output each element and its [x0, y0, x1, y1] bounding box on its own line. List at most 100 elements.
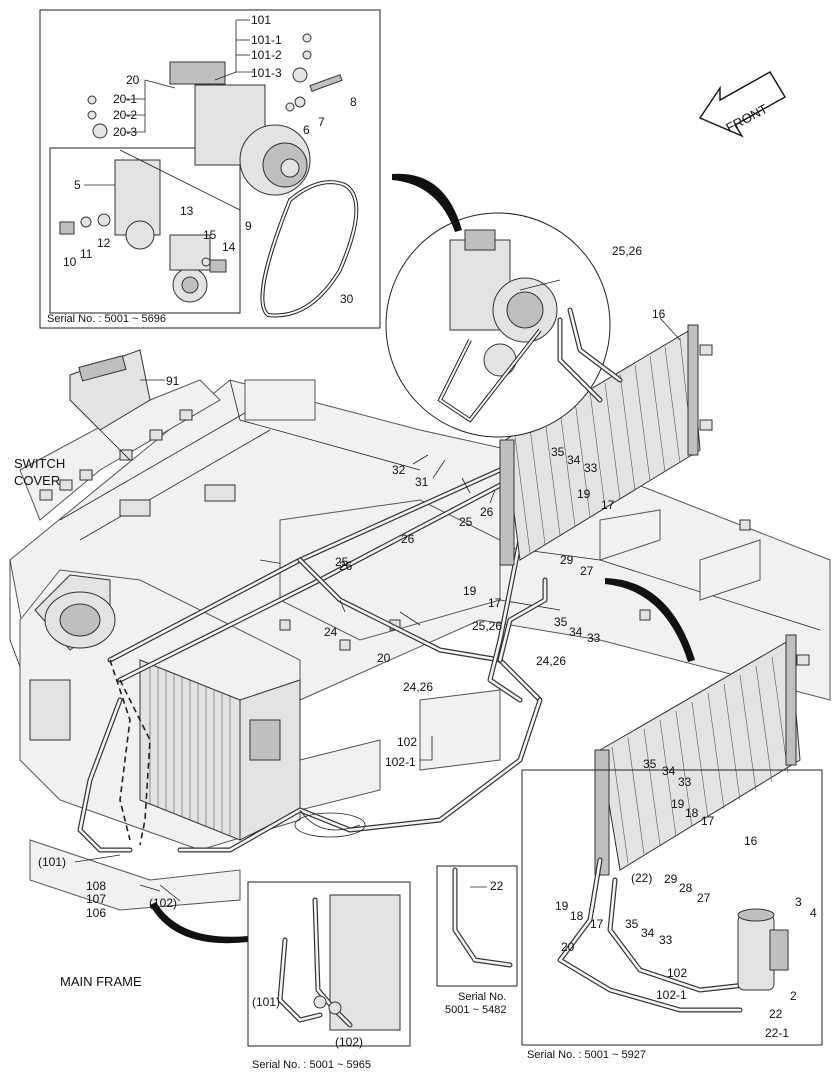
serial-bottom-mid: Serial No. : 5001 ~ 5965 [252, 1059, 371, 1071]
label-2: 2 [790, 989, 797, 1003]
label-35-b: 35 [554, 615, 568, 629]
label-33-b: 33 [587, 631, 601, 645]
label-91: 91 [166, 374, 180, 388]
label-19-d: 19 [555, 899, 569, 913]
label-101: 101 [251, 13, 271, 27]
switch-cover-caption-line2: COVER [14, 473, 60, 488]
condenser-main [499, 324, 713, 566]
label-20-r: 20 [561, 940, 575, 954]
label-17-c: 17 [701, 814, 715, 828]
label-20: 20 [126, 73, 140, 87]
label-102-r: 102 [667, 966, 687, 980]
label-108: 108 [86, 879, 106, 893]
label-16-c: 16 [744, 834, 758, 848]
label-7: 7 [318, 115, 325, 129]
switch-cover-caption-line1: SWITCH [14, 456, 65, 471]
serial-bottom-right: Serial No. : 5001 ~ 5927 [527, 1049, 646, 1061]
label-15: 15 [203, 228, 217, 242]
label-33-c: 33 [678, 775, 692, 789]
part-number-labels: 101 101-1 101-2 101-3 20 20-1 20-2 20-3 … [38, 13, 817, 1049]
label-33-d: 33 [659, 933, 673, 947]
label-10: 10 [63, 255, 77, 269]
label-32: 32 [392, 463, 406, 477]
label-101-3: 101-3 [251, 66, 282, 80]
label-26-a: 26 [480, 505, 494, 519]
label-101-paren: (101) [38, 855, 66, 869]
label-27-a: 27 [580, 564, 594, 578]
label-35-d: 35 [625, 917, 639, 931]
label-14: 14 [222, 240, 236, 254]
serial-notes: Serial No. : 5001 ~ 5696 Serial No. : 50… [47, 313, 646, 1071]
label-107: 107 [86, 892, 106, 906]
label-35-a: 35 [551, 445, 565, 459]
label-33-a: 33 [584, 461, 598, 475]
label-20-3: 20-3 [113, 125, 137, 139]
front-arrow [698, 71, 786, 138]
label-11: 11 [80, 247, 93, 261]
label-18-c: 18 [685, 806, 699, 820]
callout-arrows [150, 173, 695, 944]
label-9: 9 [245, 219, 252, 233]
label-17-b: 17 [488, 596, 502, 610]
label-25-a: 25 [459, 515, 473, 529]
label-6: 6 [303, 123, 310, 137]
label-22-1-r: 22-1 [765, 1026, 789, 1040]
label-24-a: 24 [324, 625, 338, 639]
label-19-a: 19 [577, 487, 591, 501]
compressor-detail-circle [385, 212, 623, 438]
label-5: 5 [74, 178, 81, 192]
hvac-unit [19, 569, 301, 851]
label-12: 12 [97, 236, 111, 250]
label-102-paren: (102) [149, 896, 177, 910]
label-22-paren: (22) [631, 871, 652, 885]
compressor-exploded-inset [39, 9, 381, 329]
label-34-a: 34 [567, 453, 581, 467]
label-4: 4 [810, 906, 817, 920]
label-16-top: 16 [652, 307, 666, 321]
label-34-c: 34 [662, 764, 676, 778]
label-106: 106 [86, 906, 106, 920]
label-24-26-b: 24,26 [403, 680, 433, 694]
label-17-d: 17 [590, 917, 604, 931]
label-25-b: 25 [335, 555, 349, 569]
label-30: 30 [340, 292, 354, 306]
label-102-1-a: 102-1 [385, 755, 416, 769]
refrigerant-hoses [77, 467, 548, 853]
label-3: 3 [795, 895, 802, 909]
label-22-r: 22 [769, 1007, 783, 1021]
serial-small-line2: 5001 ~ 5482 [445, 1004, 506, 1016]
label-18-d: 18 [570, 909, 584, 923]
label-19-c: 19 [671, 797, 685, 811]
control-panel [69, 349, 165, 461]
main-frame-caption: MAIN FRAME [60, 974, 142, 989]
label-20-mid: 20 [377, 651, 391, 665]
label-13: 13 [180, 204, 194, 218]
label-22-inset: 22 [490, 879, 504, 893]
label-19-b: 19 [463, 584, 477, 598]
serial-small-line1: Serial No. [458, 991, 506, 1003]
label-28-c: 28 [679, 881, 693, 895]
label-102-a: 102 [397, 735, 417, 749]
label-34-d: 34 [641, 926, 655, 940]
label-25-26-mid: 25,26 [472, 619, 502, 633]
label-27-c: 27 [697, 891, 711, 905]
label-20-2: 20-2 [113, 108, 137, 122]
condenser-inset [557, 634, 810, 1013]
label-8: 8 [350, 95, 357, 109]
label-17-a: 17 [601, 498, 615, 512]
label-29-c: 29 [664, 872, 678, 886]
inset-condenser-frame [521, 769, 823, 1046]
label-29-a: 29 [560, 553, 574, 567]
label-26-b: 26 [401, 532, 415, 546]
label-20-1: 20-1 [113, 92, 137, 106]
label-35-c: 35 [643, 757, 657, 771]
label-102-1-r: 102-1 [656, 988, 687, 1002]
label-34-b: 34 [569, 625, 583, 639]
label-101-1: 101-1 [251, 33, 282, 47]
inset-22 [436, 865, 518, 987]
serial-top-left: Serial No. : 5001 ~ 5696 [47, 313, 166, 325]
label-102-paren-inset: (102) [335, 1035, 363, 1049]
label-31: 31 [415, 475, 429, 489]
label-25-26-top: 25,26 [612, 244, 642, 258]
label-26-c: 26 [339, 559, 353, 573]
